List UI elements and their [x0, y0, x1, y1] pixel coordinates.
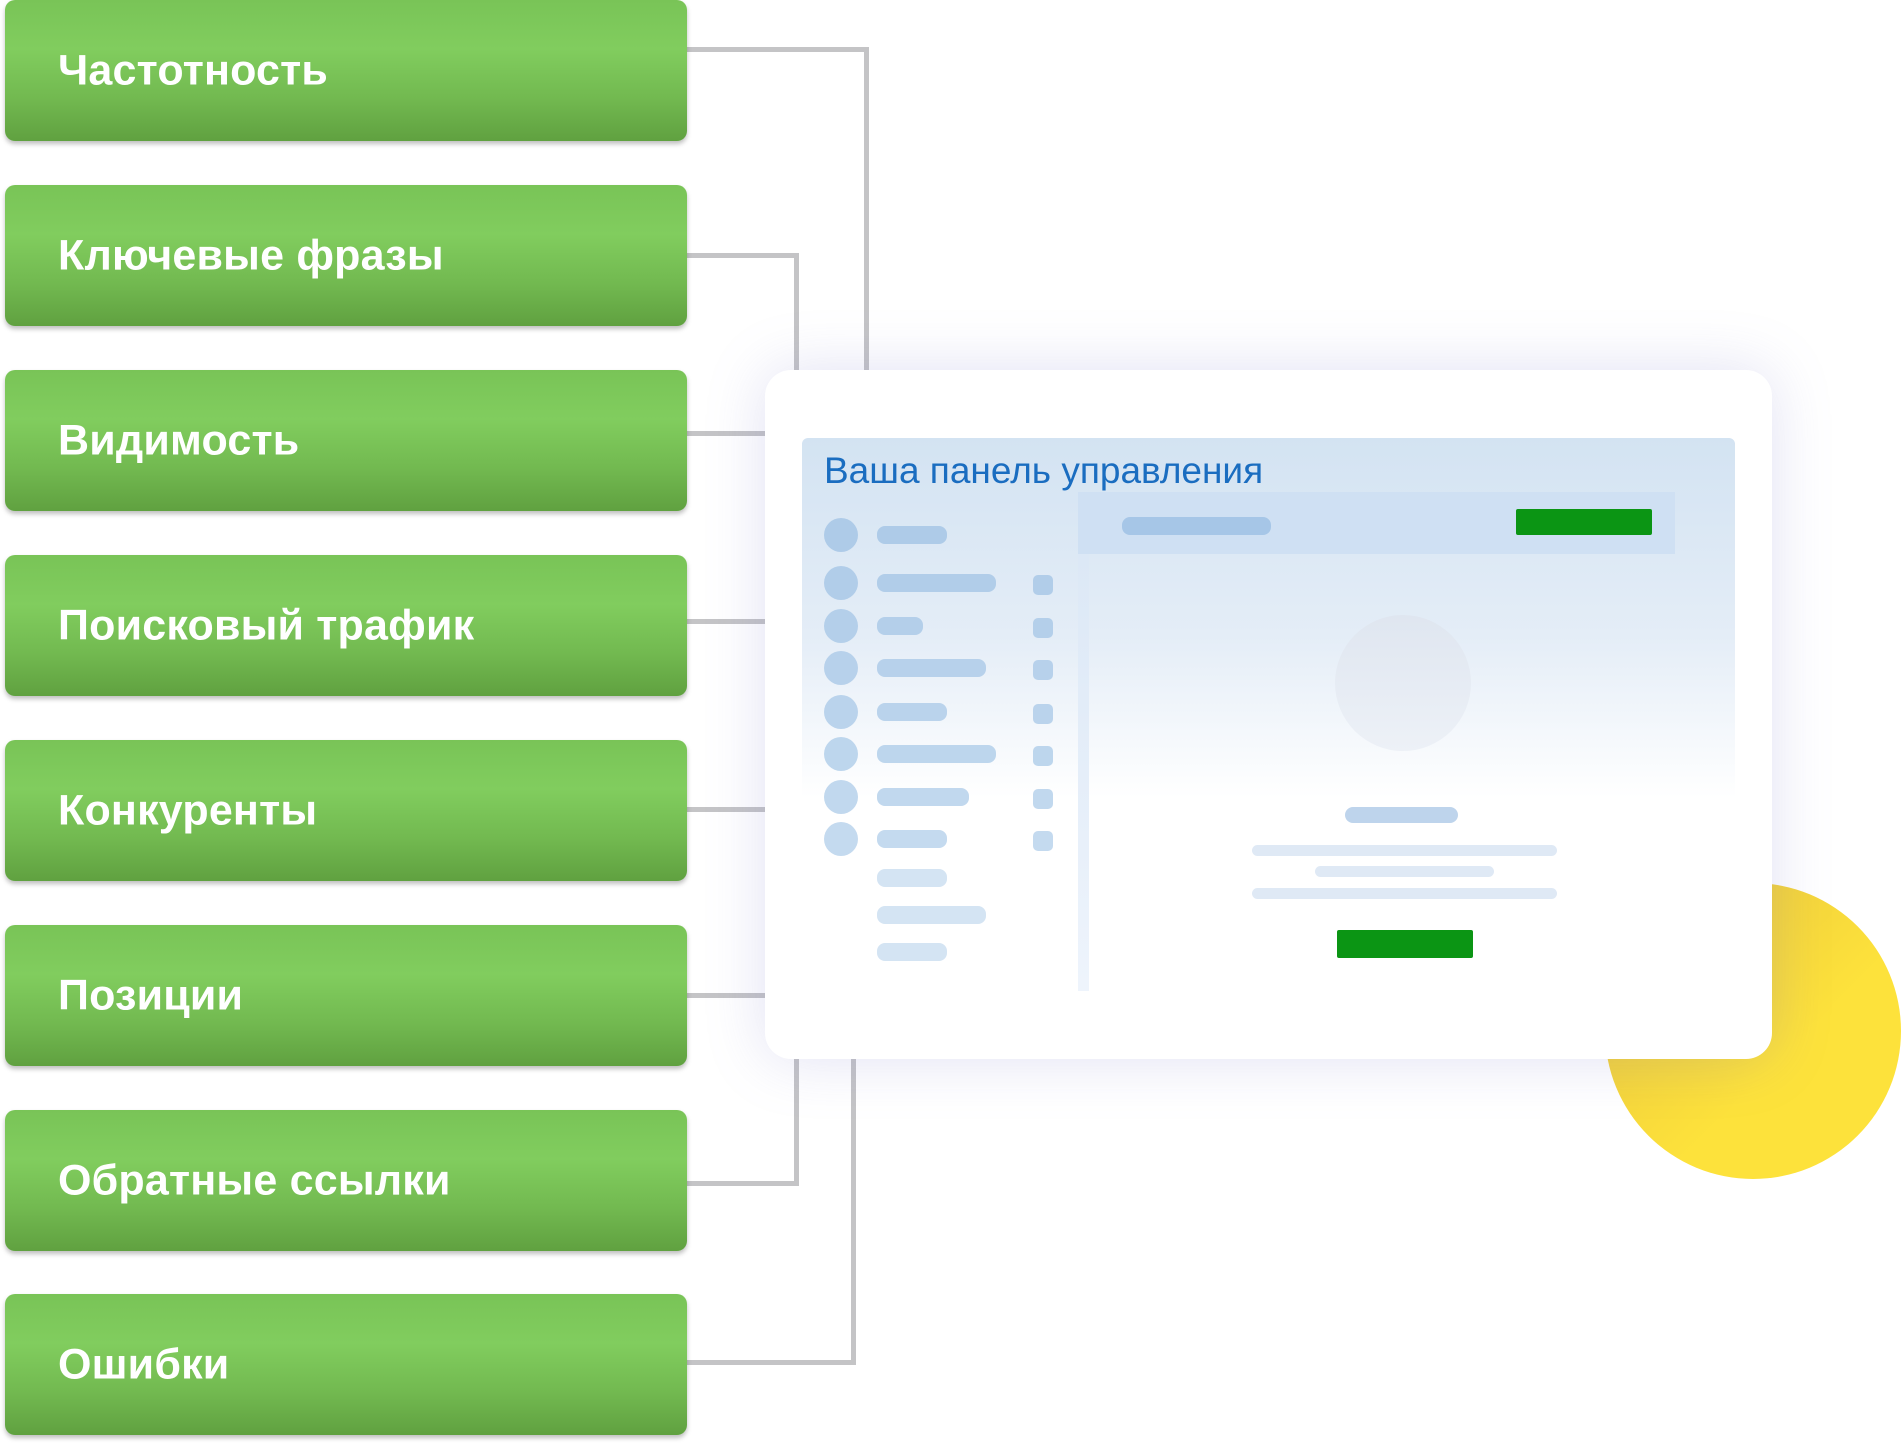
- feature-label: Ошибки: [58, 1340, 230, 1388]
- feature-label: Частотность: [58, 46, 329, 94]
- feature-box-frequency[interactable]: Частотность: [5, 0, 687, 141]
- feature-label: Позиции: [58, 971, 244, 1019]
- feature-label: Поисковый трафик: [58, 601, 475, 649]
- avatar-placeholder: [1335, 615, 1471, 751]
- feature-box-backlinks[interactable]: Обратные ссылки: [5, 1110, 687, 1251]
- feature-label: Конкуренты: [58, 786, 318, 834]
- feature-label: Видимость: [58, 416, 300, 464]
- feature-box-competitors[interactable]: Конкуренты: [5, 740, 687, 881]
- header-action-button[interactable]: [1516, 509, 1652, 535]
- feature-box-search-traffic[interactable]: Поисковый трафик: [5, 555, 687, 696]
- feature-box-visibility[interactable]: Видимость: [5, 370, 687, 511]
- primary-action-button[interactable]: [1337, 930, 1473, 958]
- feature-box-keywords[interactable]: Ключевые фразы: [5, 185, 687, 326]
- feature-box-errors[interactable]: Ошибки: [5, 1294, 687, 1435]
- feature-label: Обратные ссылки: [58, 1156, 451, 1204]
- feature-label: Ключевые фразы: [58, 231, 444, 279]
- dashboard-title: Ваша панель управления: [824, 450, 1264, 491]
- feature-box-positions[interactable]: Позиции: [5, 925, 687, 1066]
